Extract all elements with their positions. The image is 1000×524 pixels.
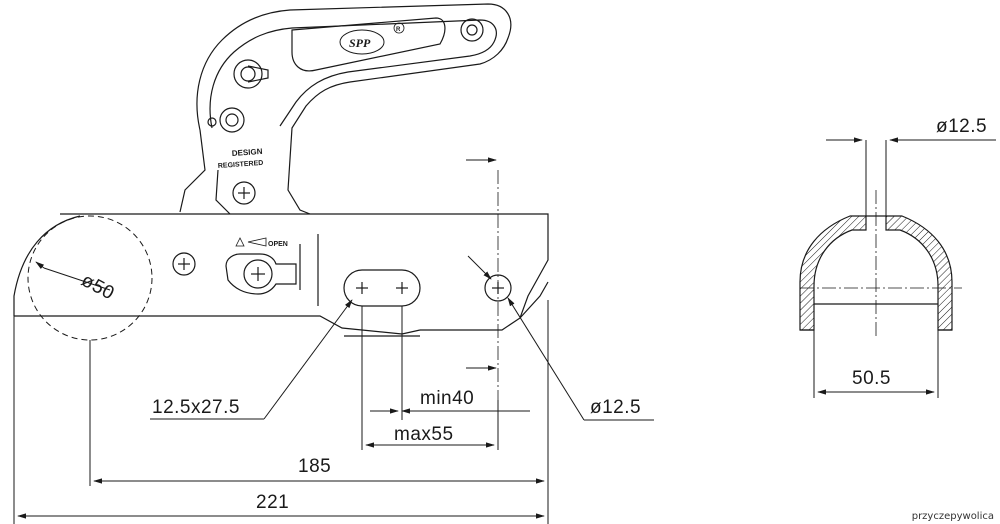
dimension-lines: [13, 137, 996, 524]
section-hole-text: ø12.5: [936, 116, 987, 137]
mounting-slot: [343, 269, 421, 307]
open-label: OPEN: [268, 241, 288, 248]
logo-text: SPP: [349, 36, 371, 50]
ball-diameter-text: ø50: [78, 270, 118, 305]
max-text: max55: [394, 424, 454, 445]
watermark: przyczepywolica: [911, 511, 994, 522]
ball-outline: [27, 215, 153, 341]
hole-diameter-text: ø12.5: [590, 397, 641, 418]
handle-slot: [291, 17, 446, 72]
registered-label: REGISTERED: [218, 160, 264, 170]
min-text: min40: [420, 388, 474, 409]
coupling-handle: [196, 3, 512, 215]
centre-lines: [497, 170, 962, 400]
slot-size-text: 12.5x27.5: [152, 397, 240, 418]
length-inner-text: 185: [298, 456, 331, 477]
cross-section: [799, 215, 953, 331]
length-total-text: 221: [256, 492, 289, 513]
design-label: DESIGN: [232, 147, 263, 158]
section-width-text: 50.5: [852, 368, 891, 389]
registered-mark: R: [396, 27, 401, 33]
coupling-body: [13, 3, 549, 337]
